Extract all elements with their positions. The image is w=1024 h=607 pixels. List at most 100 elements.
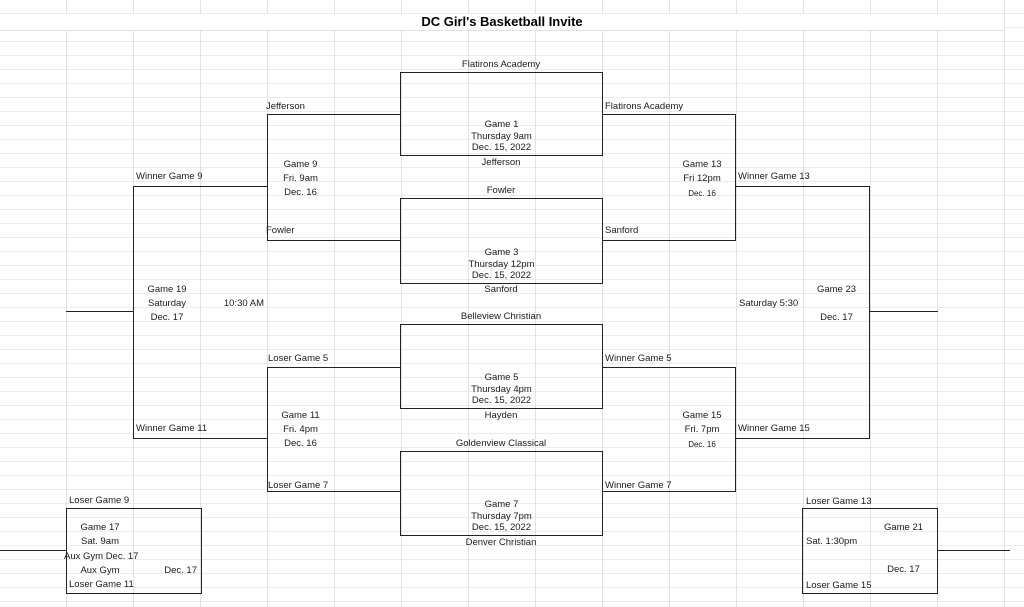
team-label-denver-christian: Denver Christian	[465, 537, 537, 548]
seed-label-fowler: Fowler	[266, 225, 295, 236]
bracket-line	[66, 508, 67, 594]
game-7-label: Game 7	[484, 499, 519, 511]
game-21-date: Dec. 17	[887, 564, 920, 575]
bracket-line	[267, 367, 401, 368]
game-23-date: Dec. 17	[820, 312, 853, 323]
game-1-date: Dec. 15, 2022	[471, 142, 532, 154]
game-3-box: Game 3 Thursday 12pm Dec. 15, 2022	[400, 198, 603, 284]
bracket-line	[802, 508, 937, 509]
bracket-line	[602, 367, 735, 368]
game-1-box: Game 1 Thursday 9am Dec. 15, 2022	[400, 72, 603, 156]
bracket-line	[869, 311, 938, 312]
game-3-time: Thursday 12pm	[468, 258, 535, 270]
team-label-flatirons-academy: Flatirons Academy	[461, 59, 541, 70]
bracket-line	[267, 114, 401, 115]
game-17-date: Dec. 17	[164, 565, 197, 576]
bracket-line	[602, 114, 735, 115]
game-15-label: Game 15	[682, 410, 722, 421]
seed-label-winner-game-5: Winner Game 5	[605, 353, 672, 364]
game-19-time: 10:30 AM	[223, 298, 264, 309]
game-21-label: Game 21	[883, 522, 924, 533]
bracket-line	[0, 550, 66, 551]
game-19-label: Game 19	[147, 284, 187, 295]
seed-label-loser-game-13: Loser Game 13	[806, 496, 872, 507]
bracket-line	[133, 438, 268, 439]
game-7-date: Dec. 15, 2022	[471, 522, 532, 534]
team-label-fowler: Fowler	[486, 185, 516, 196]
game-1-info: Game 1 Thursday 9am Dec. 15, 2022	[401, 119, 602, 154]
bracket-line	[66, 593, 202, 594]
game-17-label: Game 17	[80, 522, 120, 533]
game-23-day-time: Saturday 5:30	[739, 298, 799, 309]
seed-label-winner-game-11: Winner Game 11	[136, 423, 208, 434]
game-3-date: Dec. 15, 2022	[471, 270, 532, 282]
seed-label-winner-game-13: Winner Game 13	[738, 171, 810, 182]
team-label-belleview-christian: Belleview Christian	[460, 311, 542, 322]
game-5-time: Thursday 4pm	[471, 383, 532, 395]
game-9-time: Fri. 9am	[283, 173, 318, 184]
bracket-line	[267, 240, 401, 241]
bracket-line	[267, 114, 268, 241]
bracket-line	[66, 508, 202, 509]
team-label-sanford: Sanford	[484, 284, 518, 295]
bracket-line	[869, 186, 870, 439]
bracket-line	[937, 550, 1010, 551]
game-7-time: Thursday 7pm	[471, 510, 532, 522]
game-3-info: Game 3 Thursday 12pm Dec. 15, 2022	[401, 247, 602, 282]
bracket-line	[133, 186, 134, 439]
game-17-venue: Aux Gym	[80, 565, 120, 576]
seed-label-loser-game-9: Loser Game 9	[69, 495, 130, 506]
bracket-line	[735, 438, 870, 439]
bracket-line	[735, 114, 736, 241]
bracket-line	[735, 186, 870, 187]
game-3-label: Game 3	[484, 247, 519, 259]
seed-label-winner-game-15: Winner Game 15	[738, 423, 810, 434]
game-11-time: Fri. 4pm	[283, 424, 318, 435]
game-11-date: Dec. 16	[284, 438, 317, 449]
game-7-info: Game 7 Thursday 7pm Dec. 15, 2022	[401, 499, 602, 534]
game-9-label: Game 9	[283, 159, 318, 170]
bracket-line	[802, 508, 803, 594]
bracket-line	[66, 311, 133, 312]
seed-label-winner-game-7: Winner Game 7	[605, 480, 672, 491]
game-23-label: Game 23	[816, 284, 857, 295]
bracket-line	[602, 240, 735, 241]
seed-label-loser-game-7: Loser Game 7	[268, 480, 329, 491]
page-title: DC Girl's Basketball Invite	[421, 14, 583, 29]
bracket-line	[802, 593, 937, 594]
game-1-label: Game 1	[484, 119, 519, 131]
bracket-line	[937, 508, 938, 594]
seed-label-winner-game-9: Winner Game 9	[136, 171, 203, 182]
seed-label-loser-game-5: Loser Game 5	[268, 353, 329, 364]
team-label-goldenview-classical: Goldenview Classical	[455, 438, 547, 449]
game-17-venue-date: Aux Gym Dec. 17	[64, 551, 139, 562]
game-13-label: Game 13	[682, 159, 722, 170]
seed-label-flatirons-academy: Flatirons Academy	[605, 101, 684, 112]
game-11-label: Game 11	[281, 410, 320, 421]
game-19-date: Dec. 17	[150, 312, 184, 323]
seed-label-loser-game-15: Loser Game 15	[806, 580, 872, 591]
game-13-date: Dec. 16	[688, 189, 716, 198]
bracket-line	[267, 491, 401, 492]
seed-label-loser-game-11: Loser Game 11	[69, 579, 134, 590]
seed-label-jefferson: Jefferson	[266, 101, 305, 112]
seed-label-sanford: Sanford	[605, 225, 639, 236]
game-15-time: Fri. 7pm	[684, 424, 720, 435]
game-5-label: Game 5	[484, 372, 519, 384]
team-label-hayden: Hayden	[484, 410, 518, 421]
bracket-line	[267, 367, 268, 492]
bracket-line	[602, 491, 735, 492]
game-5-date: Dec. 15, 2022	[471, 395, 532, 407]
game-21-time: Sat. 1:30pm	[806, 536, 858, 547]
game-15-date: Dec. 16	[688, 440, 716, 449]
bracket-line	[735, 367, 736, 492]
title-row: DC Girl's Basketball Invite	[0, 14, 1004, 31]
game-17-time: Sat. 9am	[80, 536, 120, 547]
game-5-box: Game 5 Thursday 4pm Dec. 15, 2022	[400, 324, 603, 409]
game-13-time: Fri 12pm	[683, 173, 721, 184]
team-label-jefferson: Jefferson	[481, 157, 521, 168]
bracket-line	[201, 508, 202, 594]
game-7-box: Game 7 Thursday 7pm Dec. 15, 2022	[400, 451, 603, 536]
game-5-info: Game 5 Thursday 4pm Dec. 15, 2022	[401, 372, 602, 407]
